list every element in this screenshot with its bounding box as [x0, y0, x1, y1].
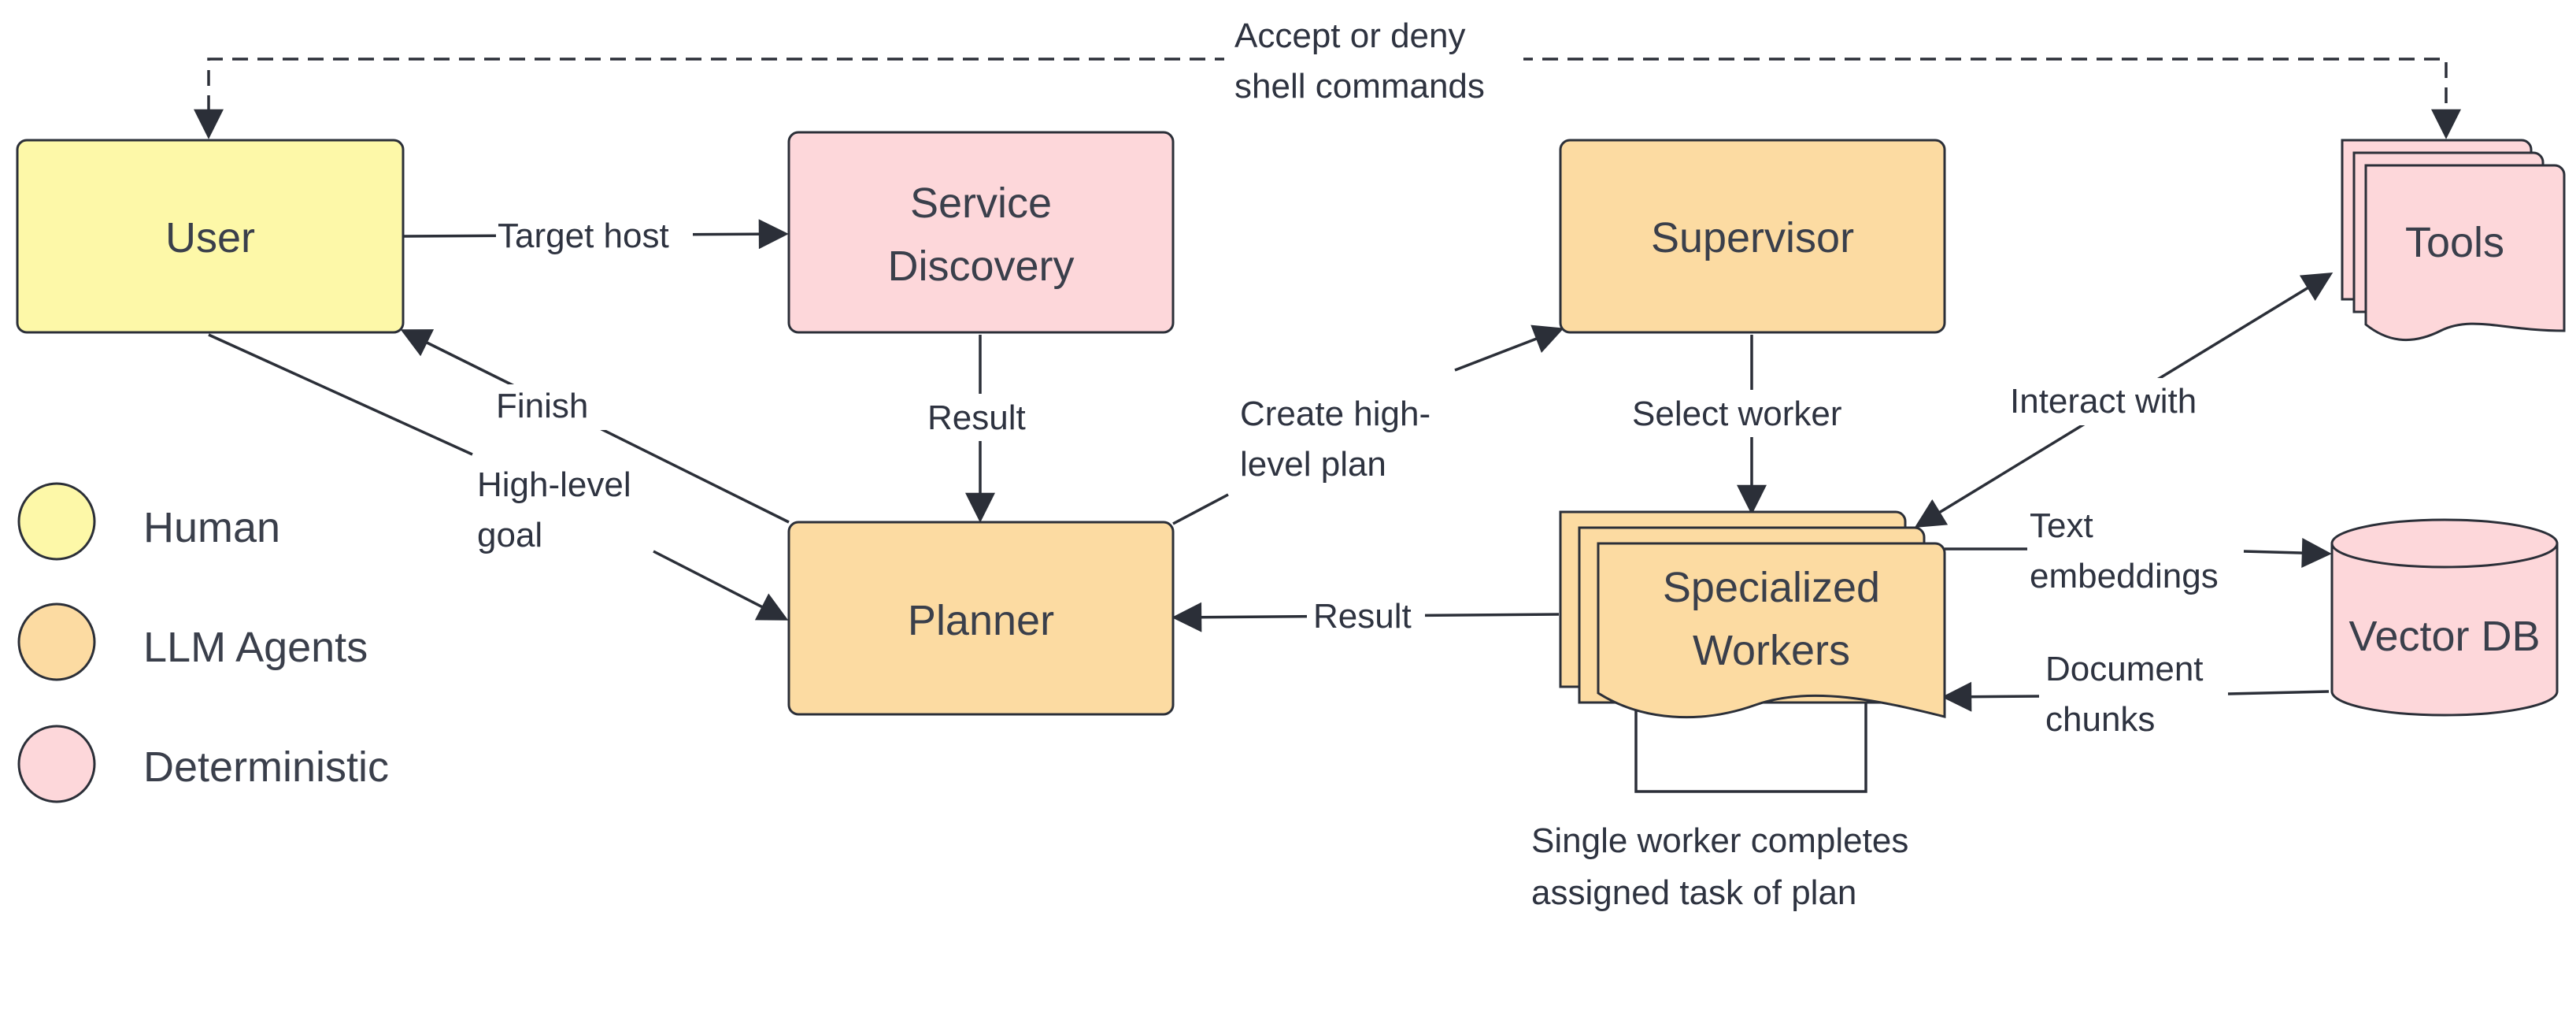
edge-label-text-embeddings-1: Text: [2030, 506, 2093, 545]
edge-label-worker-loop-2: assigned task of plan: [1531, 873, 1856, 912]
node-planner: Planner: [787, 521, 1175, 716]
legend: Human LLM Agents Deterministic: [17, 482, 389, 803]
edge-finish: Finish: [400, 329, 790, 524]
legend-item-llm-agents: LLM Agents: [17, 602, 368, 681]
node-supervisor: Supervisor: [1559, 139, 1946, 334]
node-service-discovery: Service Discovery: [787, 131, 1175, 334]
edge-document-chunks: Document chunks: [1941, 650, 2330, 739]
node-label-service-discovery-2: Discovery: [887, 243, 1074, 290]
edge-accept-deny: Accept or deny shell commands: [194, 8, 2461, 139]
legend-label-llm-agents: LLM Agents: [143, 624, 368, 671]
legend-label-human: Human: [143, 504, 280, 551]
legend-item-deterministic: Deterministic: [17, 725, 389, 803]
legend-swatch-human: [17, 482, 96, 561]
legend-item-human: Human: [17, 482, 280, 561]
edge-label-worker-result: Result: [1313, 597, 1412, 636]
edge-label-worker-loop-1: Single worker completes: [1531, 821, 1908, 860]
edge-discovery-result: Result: [921, 335, 1039, 523]
edge-label-create-plan-2: level plan: [1240, 445, 1386, 484]
legend-swatch-deterministic: [17, 725, 96, 803]
edge-label-create-plan-1: Create high-: [1240, 395, 1430, 433]
edge-label-finish: Finish: [496, 387, 588, 425]
node-label-supervisor: Supervisor: [1651, 214, 1854, 261]
legend-label-deterministic: Deterministic: [143, 743, 389, 791]
edge-label-accept-deny-1: Accept or deny: [1234, 17, 1466, 55]
edge-interact-with: Interact with: [1914, 273, 2334, 528]
node-specialized-workers: Specialized Workers: [1559, 510, 1946, 719]
node-tools: Tools: [2341, 139, 2566, 341]
node-label-tools: Tools: [2405, 219, 2504, 266]
edge-target-host: Target host: [402, 211, 789, 260]
node-label-user: User: [165, 214, 255, 261]
edge-label-high-level-goal-2: goal: [477, 516, 542, 554]
edge-label-select-worker: Select worker: [1632, 395, 1842, 433]
node-label-specialized-workers-1: Specialized: [1663, 564, 1880, 611]
edge-high-level-goal: High-level goal: [208, 333, 789, 621]
edge-worker-result: Result: [1171, 592, 1560, 640]
edge-label-discovery-result: Result: [927, 399, 1026, 437]
edge-label-interact-with: Interact with: [2010, 382, 2197, 421]
edge-select-worker: Select worker: [1622, 335, 1882, 515]
node-label-planner: Planner: [908, 597, 1054, 644]
node-vector-db: Vector DB: [2330, 518, 2559, 717]
edge-worker-loop: Single worker completes assigned task of…: [1531, 674, 1908, 912]
node-label-specialized-workers-2: Workers: [1693, 627, 1850, 674]
edge-label-document-chunks-2: chunks: [2045, 700, 2155, 739]
legend-swatch-llm-agents: [17, 602, 96, 681]
edge-label-accept-deny-2: shell commands: [1234, 67, 1485, 106]
edge-label-text-embeddings-2: embeddings: [2030, 557, 2219, 595]
node-label-service-discovery-1: Service: [910, 180, 1052, 227]
edge-text-embeddings: Text embeddings: [1945, 506, 2332, 595]
edge-label-high-level-goal-1: High-level: [477, 465, 631, 504]
node-label-vector-db: Vector DB: [2348, 613, 2540, 660]
edge-create-plan: Create high- level plan: [1172, 324, 1564, 525]
edge-label-document-chunks-1: Document: [2045, 650, 2204, 688]
edge-label-target-host: Target host: [498, 217, 669, 255]
node-user: User: [16, 139, 405, 334]
